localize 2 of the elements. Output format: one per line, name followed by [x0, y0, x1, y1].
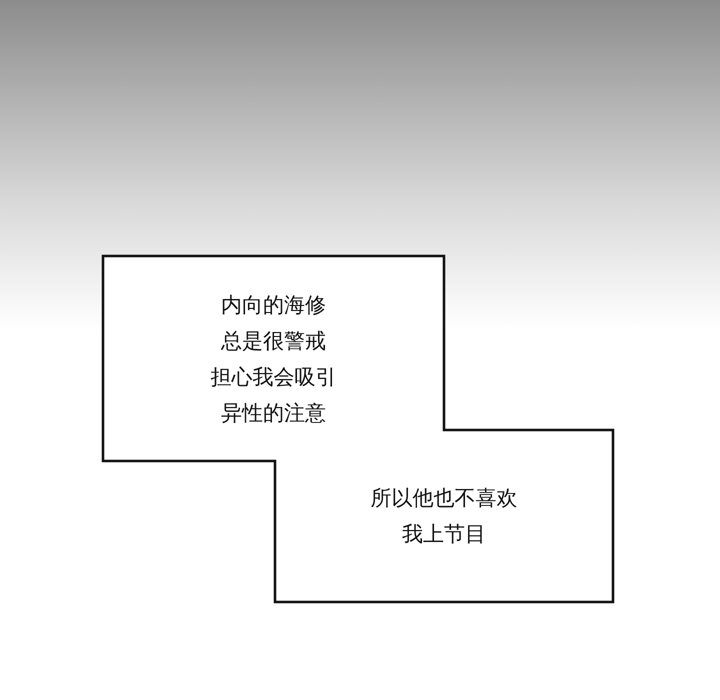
caption-text: 所以他也不喜欢我上节目	[370, 485, 518, 548]
caption-text: 内向的海修总是很警戒担心我会吸引异性的注意	[210, 292, 336, 426]
